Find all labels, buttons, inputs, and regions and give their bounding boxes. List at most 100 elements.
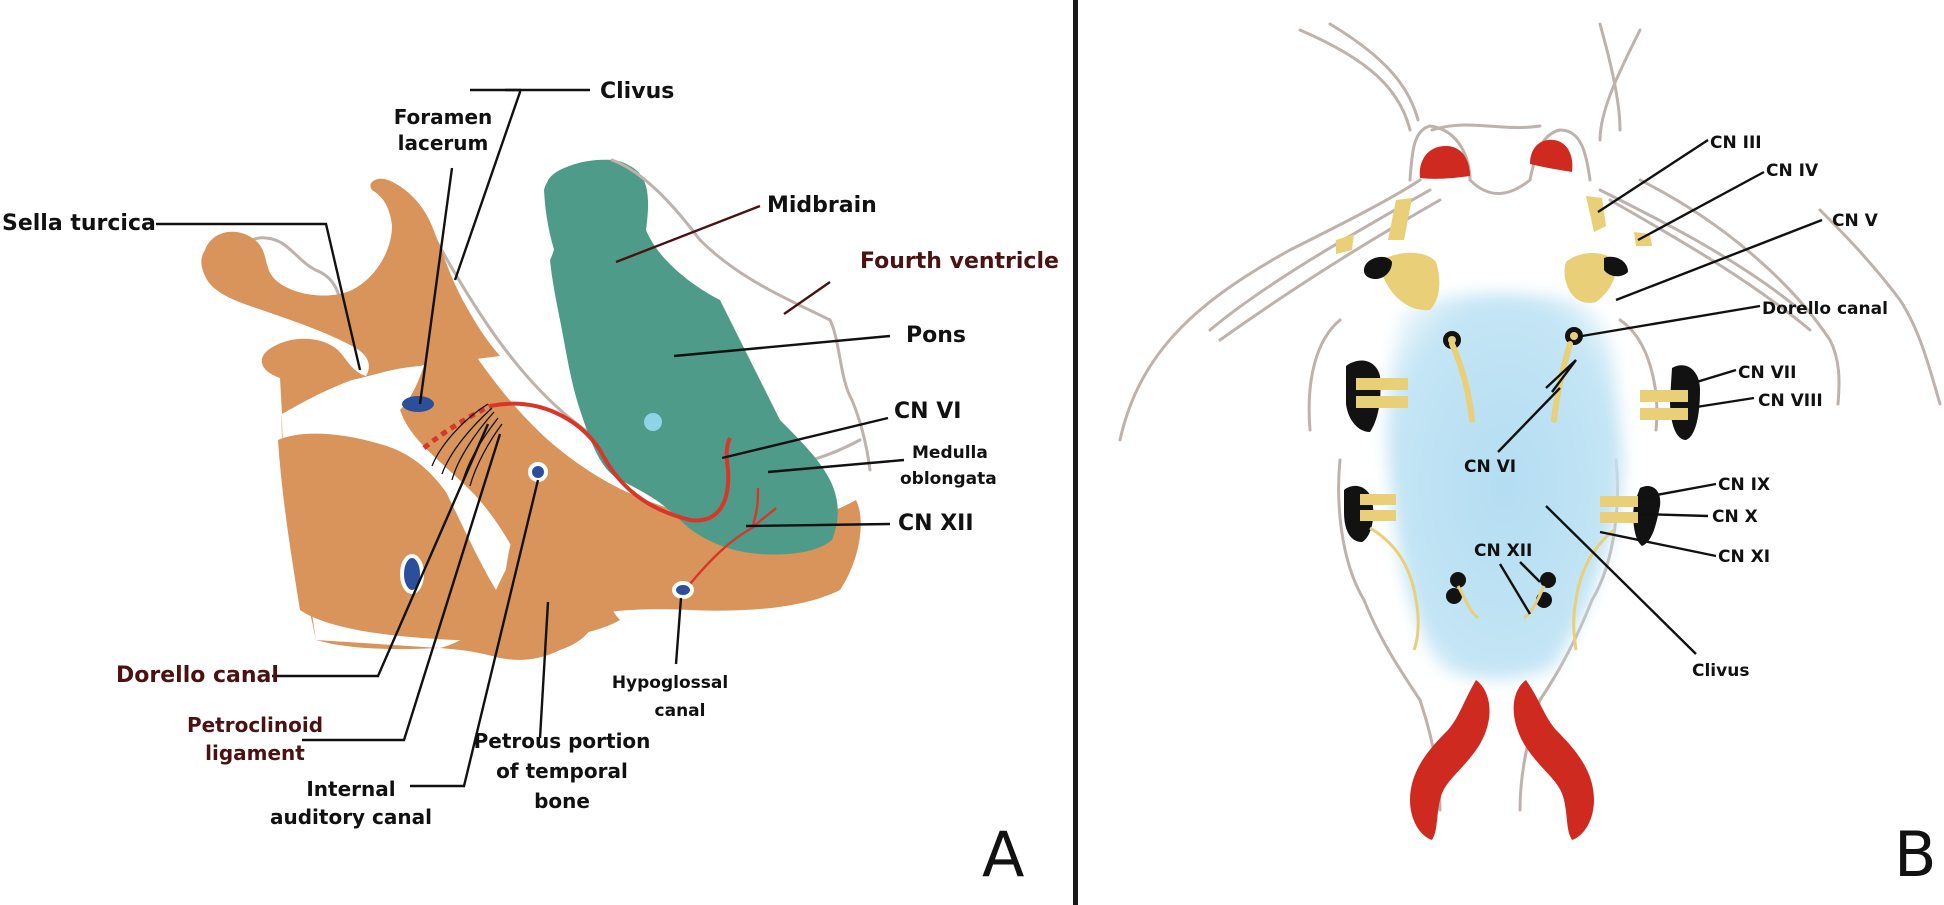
cn-ix-right [1600, 496, 1638, 507]
hypoglossal-canal-right-1 [1540, 572, 1556, 588]
label-medulla-1: Medulla [912, 443, 988, 463]
cn-xii-left [1456, 585, 1479, 620]
cn-vii-right [1640, 390, 1688, 402]
label-fourth-ventricle: Fourth ventricle [860, 249, 1059, 274]
cn-x-leader [1639, 512, 1709, 518]
cn-viii-leader [1689, 396, 1755, 410]
label-dorello-canal-b: Dorello canal [1762, 299, 1888, 319]
cn-v-left [1380, 252, 1440, 311]
cn-vi-leader-b [1545, 359, 1577, 393]
label-foramen-lacerum-1: Foramen [394, 105, 493, 129]
internal-auditory-leader [410, 479, 540, 788]
cn-viii-right [1640, 408, 1688, 420]
carotid-canal [400, 554, 424, 594]
cn-x-left [1360, 510, 1396, 521]
internal-auditory-canal [528, 462, 548, 482]
label-pons: Pons [906, 323, 966, 348]
label-hypoglossal-1: Hypoglossal [612, 673, 728, 693]
cn-iii-left [1388, 198, 1412, 240]
cn-v-right [1564, 253, 1617, 303]
vertebral-artery-left [1410, 680, 1490, 840]
label-cn-v: CN V [1832, 211, 1879, 231]
cn-vi-leader-b2 [1497, 387, 1561, 453]
fourth-ventricle-leader [783, 281, 831, 315]
artery-right-top [1530, 139, 1573, 172]
panel-b: CN III CN IV CN V Dorello canal CN VII C… [1118, 22, 1942, 891]
panel-letter-a: A [982, 818, 1024, 891]
cn-v-leader [1615, 218, 1823, 302]
pons-leader [673, 334, 891, 358]
medulla-leader [767, 458, 905, 474]
hypoglossal-canal-left-2 [1446, 588, 1462, 604]
cn-v-right-dark [1604, 256, 1628, 277]
label-cn-vi-b: CN VI [1464, 457, 1516, 477]
cn-vi-right [1551, 341, 1573, 423]
cn-xi-left [1369, 526, 1420, 651]
sella-turcica-leader [156, 222, 362, 371]
cn-vii-left [1356, 378, 1408, 390]
panel-divider [1073, 0, 1078, 905]
midbrain-leader [615, 204, 761, 264]
label-cn-ix: CN IX [1718, 475, 1770, 495]
label-cn-iv: CN IV [1766, 161, 1819, 181]
cn-vi-left [1449, 341, 1475, 423]
label-medulla-2: oblongata [900, 469, 997, 489]
cn-xii-nerve [689, 487, 777, 585]
clivus-leader-b [1545, 505, 1697, 655]
clivus-region [1386, 293, 1623, 680]
bone-lower-block [278, 433, 620, 641]
cn-vii-viii-right-dark [1670, 365, 1700, 440]
label-dorello-canal-a: Dorello canal [116, 663, 279, 688]
cn-iii-right [1586, 196, 1606, 232]
label-cn-xi: CN XI [1718, 547, 1770, 567]
label-sella-turcica: Sella turcica [2, 211, 156, 236]
cn-xii-leader-b1 [1519, 561, 1541, 583]
label-cn-x: CN X [1712, 507, 1758, 527]
panel-letter-b: B [1894, 818, 1937, 891]
cn-xi-right [1572, 528, 1615, 651]
brainstem-upper [544, 159, 645, 304]
dorello-canal-leader [272, 423, 490, 678]
cn-xi-leader [1599, 530, 1717, 558]
label-foramen-lacerum-2: lacerum [398, 131, 489, 155]
cn-xii-leader [745, 522, 891, 528]
panel-b-leaders [1497, 138, 1823, 655]
sphenoid-bone [201, 178, 501, 414]
hypoglossal-leader [674, 597, 683, 665]
panel-a: Clivus Foramen lacerum Sella turcica Mid… [2, 79, 1059, 891]
fourth-ventricle-outline [610, 158, 872, 472]
cn-v-left-dark [1363, 256, 1392, 280]
dorello-canal-leader-b [1581, 304, 1761, 338]
label-petrous-1: Petrous portion [474, 729, 651, 753]
cn-iv-leader [1637, 170, 1765, 242]
label-petrous-2: of temporal [496, 759, 628, 783]
cn-vii-leader [1689, 368, 1737, 386]
label-cn-iii: CN III [1710, 133, 1762, 153]
cn-xii-right [1523, 585, 1546, 620]
cn-xii-leader-b2 [1498, 563, 1532, 615]
artery-left-top [1419, 146, 1470, 179]
label-cn-vii: CN VII [1738, 363, 1796, 383]
label-clivus-a: Clivus [600, 79, 674, 104]
foramen-lacerum-leader [418, 167, 454, 405]
cn-vi-leader [721, 416, 889, 460]
label-cn-xii-a: CN XII [898, 511, 974, 536]
label-internal-auditory-2: auditory canal [270, 805, 432, 829]
dorello-canal-right-core [1570, 332, 1578, 340]
cn-ix-left [1360, 494, 1396, 505]
label-cn-vi-a: CN VI [894, 399, 961, 424]
label-internal-auditory-1: Internal [306, 777, 395, 801]
vertebral-artery-right [1513, 680, 1594, 840]
petroclinoid-leader [302, 433, 502, 742]
label-petroclinoid-2: ligament [205, 741, 305, 765]
hypoglossal-canal [672, 581, 694, 599]
cn-ix-leader [1639, 482, 1717, 500]
cn-iii-leader [1597, 138, 1709, 214]
label-cn-xii-b: CN XII [1474, 541, 1532, 561]
cn-iv-left [1336, 234, 1354, 254]
label-petrous-3: bone [534, 789, 590, 813]
hypoglossal-canal-left-1 [1450, 572, 1466, 588]
cn-vi-nerve [489, 401, 732, 523]
cn-ix-xi-right-dark [1633, 486, 1661, 546]
